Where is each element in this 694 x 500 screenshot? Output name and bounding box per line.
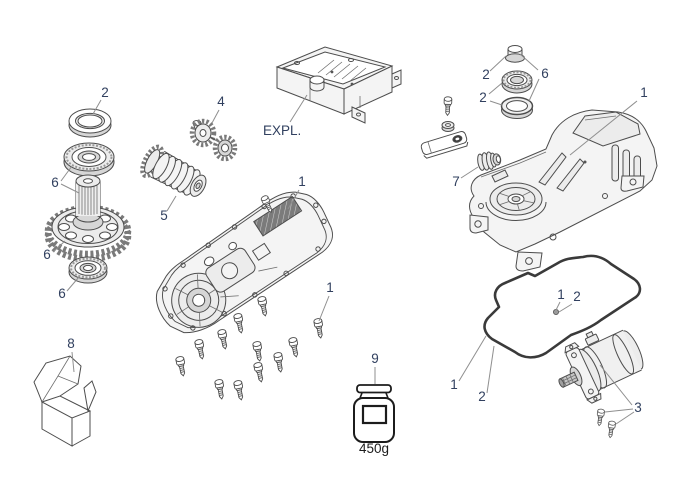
label-motor: 3: [634, 400, 642, 415]
worm-gear: [140, 144, 207, 197]
grease-jar: [353, 384, 395, 443]
bearing-right: [501, 70, 533, 94]
label-seal-right: 2: [479, 90, 487, 105]
output-gear: [44, 174, 132, 263]
seal-ring-right: [500, 96, 534, 119]
electric-motor: [558, 329, 644, 404]
label-gasket-b: 2: [478, 389, 486, 404]
label-worm-gear: 5: [160, 208, 168, 223]
bearing-upper-left: [63, 142, 115, 177]
leader-lines: [52, 53, 638, 425]
label-ball-a: 1: [557, 287, 565, 302]
packing-box: [33, 355, 97, 447]
label-bearing-upper: 6: [51, 175, 59, 190]
seal-ring-left: [68, 108, 112, 138]
label-ball-b: 2: [573, 289, 581, 304]
label-bearing-right: 6: [541, 66, 549, 81]
release-plug: [477, 151, 502, 171]
foundation-tray: [275, 46, 402, 124]
bearing-lower-left: [68, 256, 108, 284]
label-gasket-a: 1: [450, 377, 458, 392]
label-grease-weight: 450g: [359, 441, 389, 456]
steel-ball: [553, 308, 560, 315]
cap-plug-right: [505, 45, 525, 63]
pinion-gear-set: [189, 118, 238, 162]
label-packing-box: 8: [67, 336, 75, 351]
label-bearing-lower: 6: [58, 286, 66, 301]
label-cover-housing: 1: [640, 85, 648, 100]
label-pinion-set: 4: [217, 94, 225, 109]
cover-boss: [485, 182, 547, 221]
cover-gasket: [483, 254, 642, 359]
plate-boss: [171, 272, 227, 328]
label-grease-jar: 9: [371, 351, 379, 366]
fastener-and-bracket: [420, 96, 469, 159]
gear-cover: [469, 109, 658, 272]
label-gear: 6: [43, 247, 51, 262]
label-release-plug: 7: [452, 174, 460, 189]
motor-screws: [595, 408, 617, 439]
jar-label: [361, 404, 388, 425]
label-plate-screws: 1: [326, 280, 334, 295]
label-seal-top-left: 2: [101, 85, 109, 100]
part-labels: 2 6 6 6 4 5 EXPL. 1 1 8 9 450g 2 6 2 7 1…: [43, 66, 648, 456]
label-cap-small: 2: [482, 67, 490, 82]
label-foundation-box: EXPL.: [263, 123, 301, 138]
label-base-plate: 1: [298, 174, 306, 189]
